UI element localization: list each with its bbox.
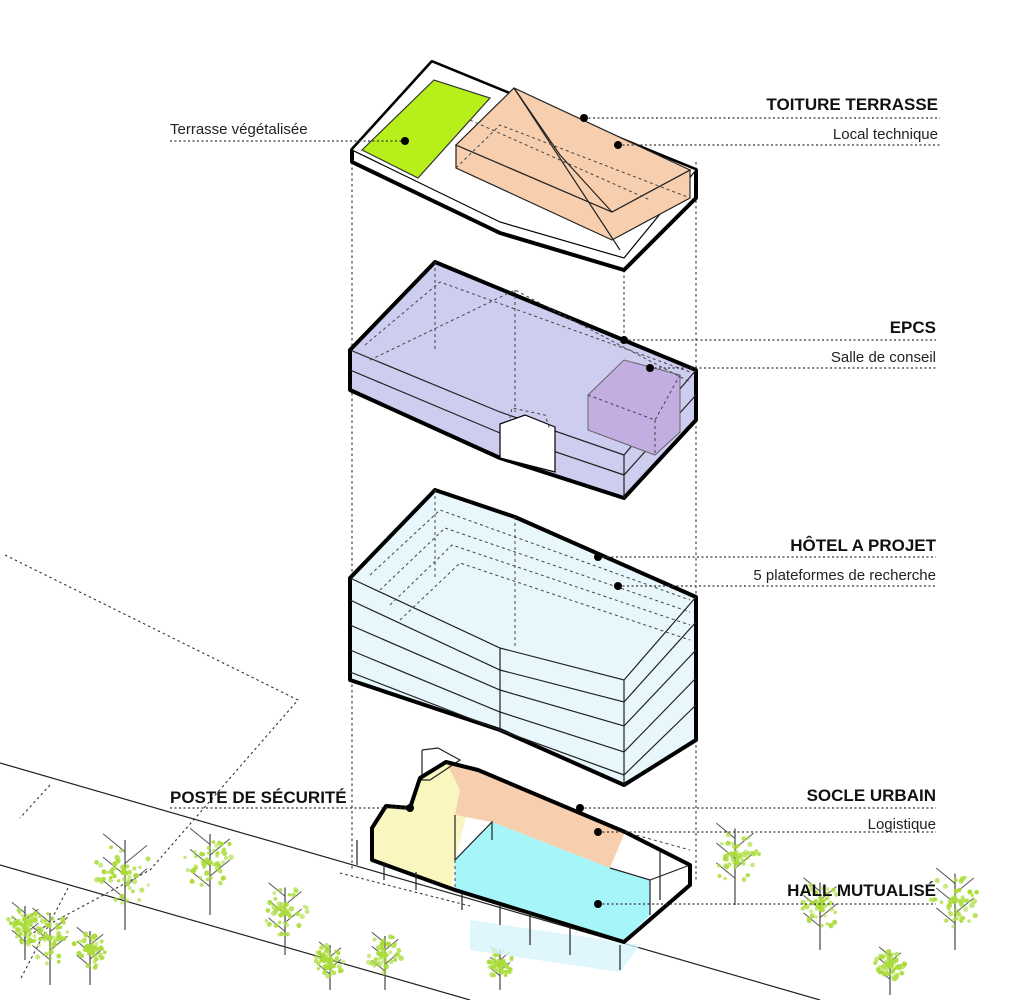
leader-dot-icon: [406, 804, 414, 812]
security-post: [372, 762, 478, 890]
tree-icon: [366, 931, 404, 990]
tree-icon: [71, 926, 107, 985]
tree-icon: [928, 867, 979, 950]
hall-shadow: [470, 920, 640, 972]
label-poste-de-securite: POSTE DE SÉCURITÉ: [170, 788, 347, 807]
leader-dot-icon: [614, 582, 622, 590]
hall-zone: [455, 822, 650, 940]
tree-icon: [24, 907, 69, 985]
label-salle-de-conseil: Salle de conseil: [831, 349, 936, 366]
hotel-volume: [348, 488, 698, 787]
leader-dot-icon: [580, 114, 588, 122]
leader-dots: [401, 114, 654, 908]
tree-icon: [873, 946, 908, 995]
leader-dot-icon: [620, 336, 628, 344]
green-terrace: [360, 79, 492, 179]
epcs-level: [348, 260, 698, 500]
label-logistique: Logistique: [868, 816, 936, 833]
label-epcs: EPCS: [890, 318, 936, 337]
label-local-technique: Local technique: [833, 126, 938, 143]
leader-dot-icon: [401, 137, 409, 145]
logistics-zone: [446, 762, 625, 868]
epcs-passage: [499, 414, 556, 473]
label-hotel-a-projet: HÔTEL A PROJET: [790, 536, 936, 555]
alignment-lines: [351, 162, 697, 880]
conference-room: [587, 359, 681, 456]
base-level: [356, 747, 692, 972]
tree-icon: [264, 882, 310, 955]
tree-icon: [6, 901, 44, 960]
label-terrasse-vegetalisee: Terrasse végétalisée: [170, 121, 308, 138]
leader-dot-icon: [594, 828, 602, 836]
tree-icon: [313, 941, 346, 990]
label-toiture-terrasse: TOITURE TERRASSE: [766, 95, 938, 114]
tree-icon: [800, 877, 839, 950]
leader-dot-icon: [646, 364, 654, 372]
tree-icon: [183, 827, 234, 915]
leader-dot-icon: [576, 804, 584, 812]
roof-level: [350, 60, 698, 272]
leader-dot-icon: [594, 553, 602, 561]
tree-icon: [94, 833, 151, 930]
tree-icon: [715, 822, 762, 905]
hotel-level: [348, 488, 698, 787]
epcs-volume: [348, 260, 698, 500]
label-plateformes: 5 plateformes de recherche: [753, 567, 936, 584]
labels: TOITURE TERRASSE Local technique Terrass…: [170, 95, 938, 900]
label-hall-mutualise: HALL MUTUALISÉ: [787, 881, 936, 900]
technical-room-top: [454, 87, 692, 213]
leader-dot-icon: [614, 141, 622, 149]
leader-dot-icon: [594, 900, 602, 908]
label-socle-urbain: SOCLE URBAIN: [807, 786, 936, 805]
leader-lines: [170, 117, 940, 905]
